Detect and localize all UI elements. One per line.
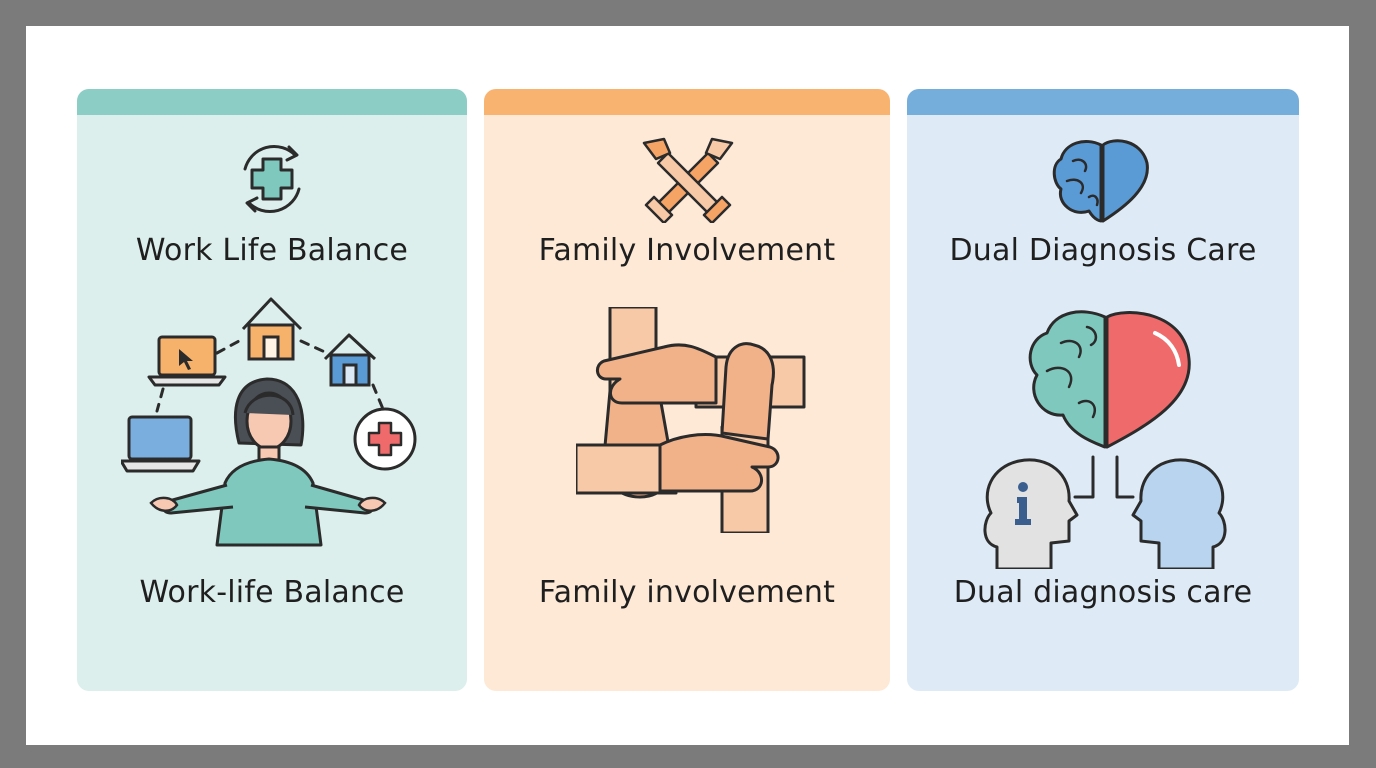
four-interlocking-hands-icon	[576, 307, 806, 533]
crossed-hands-icon	[642, 137, 734, 223]
card-title: Dual Diagnosis Care	[949, 233, 1257, 268]
medical-cross-cycle-icon	[243, 144, 301, 214]
card-family-involvement: Family Involvement Family involvement	[484, 89, 890, 691]
card-top-bar	[484, 89, 890, 115]
card-dual-diagnosis-care: Dual Diagnosis Care Dual diagnosis care	[907, 89, 1299, 691]
brain-heart-icon	[1052, 139, 1149, 223]
card-caption: Family involvement	[538, 575, 836, 610]
card-title: Family Involvement	[538, 233, 836, 268]
card-top-bar	[77, 89, 467, 115]
card-caption: Work-life Balance	[139, 575, 405, 610]
card-top-bar	[907, 89, 1299, 115]
card-title: Work Life Balance	[135, 233, 409, 268]
woman-balancing-work-home-health-icon	[121, 297, 417, 547]
slide: Work Life Balance	[26, 26, 1349, 745]
card-work-life-balance: Work Life Balance	[77, 89, 467, 691]
card-caption: Dual diagnosis care	[953, 575, 1253, 610]
brain-heart-two-heads-icon	[983, 310, 1227, 569]
